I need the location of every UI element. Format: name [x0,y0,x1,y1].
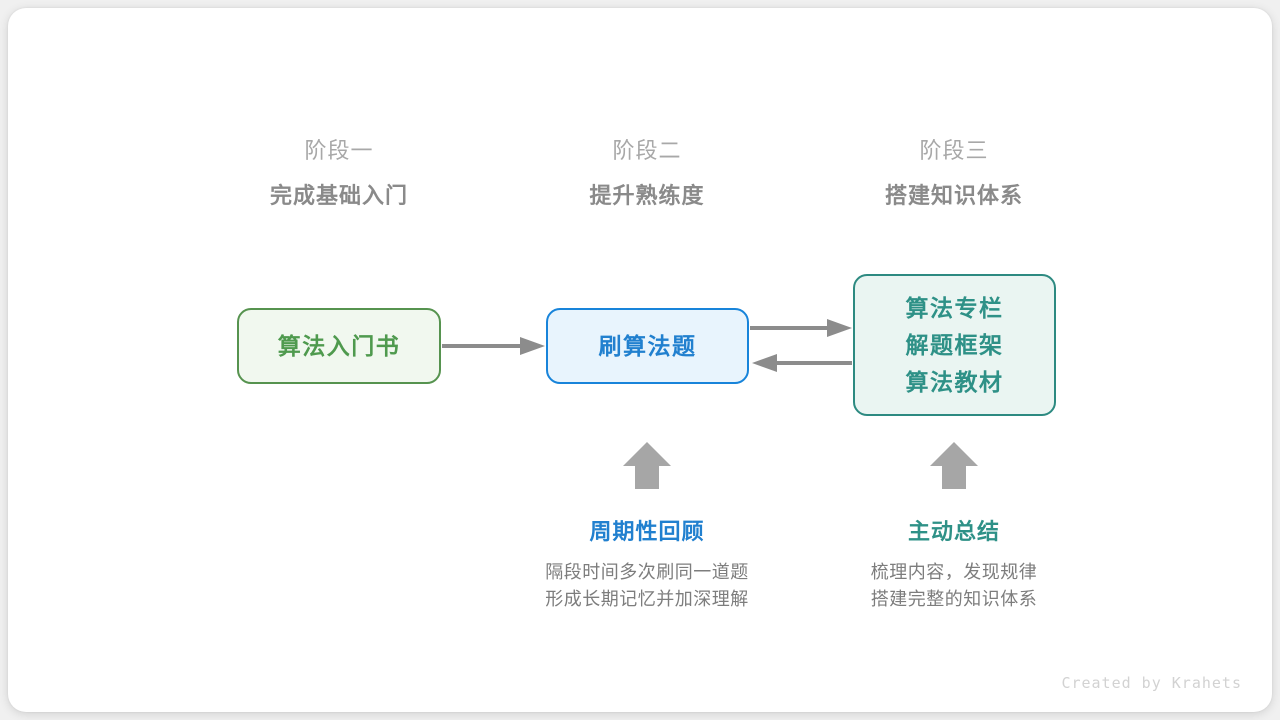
node-practice-problems[interactable]: 刷算法题 [546,308,749,384]
note-summary-body-line-1: 梳理内容，发现规律 [870,562,1038,582]
arrow-up-to-resources [930,442,978,489]
note-review-body: 隔段时间多次刷同一道题 形成长期记忆并加深理解 [497,559,797,613]
note-review-title: 周期性回顾 [589,519,705,544]
node-resources-line-3: 算法教材 [905,368,1004,395]
note-summary-body-line-2: 搭建完整的知识体系 [870,589,1038,609]
stage-name-1: 阶段一 [304,138,374,163]
arrow-up-to-practice [623,442,671,489]
note-review-body-line-1: 隔段时间多次刷同一道题 [545,562,749,582]
arrow-practice-to-resources [750,319,852,337]
stage-header-1: 阶段一 完成基础入门 [219,136,459,212]
note-active-summary: 主动总结 梳理内容，发现规律 搭建完整的知识体系 [804,517,1104,613]
stage-title-3: 搭建知识体系 [884,183,1023,208]
stage-name-3: 阶段三 [919,138,989,163]
diagram-canvas: 阶段一 完成基础入门 阶段二 提升熟练度 阶段三 搭建知识体系 [8,8,1272,712]
node-learning-resources[interactable]: 算法专栏 解题框架 算法教材 [853,274,1056,416]
node-resources-line-1: 算法专栏 [905,294,1004,321]
node-resources-line-2: 解题框架 [905,331,1004,358]
node-book-line-1: 算法入门书 [277,332,401,359]
arrow-book-to-practice [442,337,545,355]
note-summary-body: 梳理内容，发现规律 搭建完整的知识体系 [804,559,1104,613]
watermark-credit: Created by Krahets [1061,674,1242,692]
stage-name-2: 阶段二 [612,138,682,163]
stage-title-1: 完成基础入门 [269,183,408,208]
arrow-resources-to-practice [752,354,852,372]
note-summary-title: 主动总结 [907,519,1000,544]
node-practice-line-1: 刷算法题 [598,332,697,359]
note-review-body-line-2: 形成长期记忆并加深理解 [545,589,749,609]
note-periodic-review: 周期性回顾 隔段时间多次刷同一道题 形成长期记忆并加深理解 [497,517,797,613]
node-algorithm-intro-book[interactable]: 算法入门书 [237,308,441,384]
stage-header-2: 阶段二 提升熟练度 [527,136,767,212]
stage-title-2: 提升熟练度 [589,183,705,208]
stage-header-3: 阶段三 搭建知识体系 [834,136,1074,212]
